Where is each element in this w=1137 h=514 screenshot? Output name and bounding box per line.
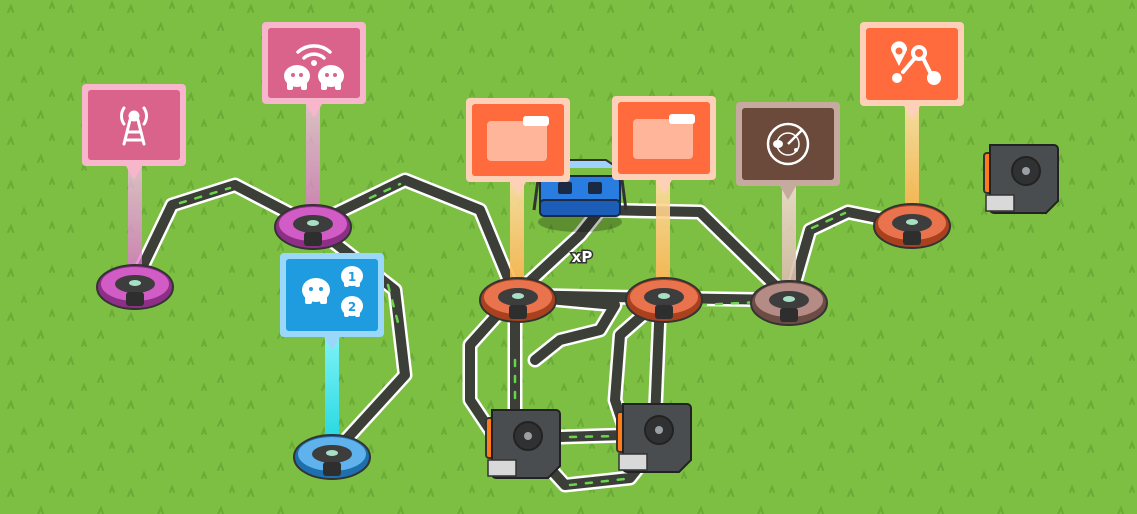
route-icon <box>890 41 941 85</box>
beam-folder-1 <box>510 182 524 294</box>
machine-storage-1[interactable] <box>485 409 561 479</box>
machine-storage-2[interactable] <box>616 403 692 473</box>
light-beams <box>128 104 919 453</box>
sign-folder-1[interactable] <box>466 98 570 196</box>
beam-wifi-group <box>306 104 320 224</box>
numbered-pair-icon <box>302 266 363 317</box>
radio-tower-icon <box>119 106 149 146</box>
sign-route[interactable] <box>860 22 964 120</box>
wifi-group-icon <box>284 44 344 90</box>
folder-icon <box>633 114 695 159</box>
beam-route <box>905 106 919 221</box>
robot-label: xP <box>572 248 593 266</box>
pad-route[interactable] <box>873 203 951 249</box>
folder-icon <box>487 116 549 161</box>
radar-icon <box>766 122 810 166</box>
badge-second: 2 <box>348 300 356 314</box>
track-network <box>127 172 920 493</box>
badge-first: 1 <box>348 270 356 284</box>
beam-radar <box>782 186 796 298</box>
sign-radar[interactable] <box>736 102 840 200</box>
beam-folder-2 <box>656 180 670 295</box>
pad-folder-1[interactable] <box>479 277 557 323</box>
machine-storage-3[interactable] <box>983 144 1059 214</box>
sign-wifi-group[interactable] <box>262 22 366 118</box>
pad-wifi-group[interactable] <box>274 204 352 250</box>
node-pads[interactable] <box>96 203 951 480</box>
storage-machines[interactable] <box>485 144 1059 479</box>
sign-pair-split[interactable]: 1 2 <box>280 253 384 351</box>
sign-broadcast[interactable] <box>82 84 186 180</box>
sign-folder-2[interactable] <box>612 96 716 194</box>
pad-radar[interactable] <box>750 280 828 326</box>
player-robot[interactable] <box>532 159 628 232</box>
beam-pair-split <box>325 335 339 453</box>
beam-broadcast <box>128 165 142 280</box>
pad-folder-2[interactable] <box>625 277 703 323</box>
pad-pair-split[interactable] <box>293 434 371 480</box>
pad-broadcast[interactable] <box>96 264 174 310</box>
